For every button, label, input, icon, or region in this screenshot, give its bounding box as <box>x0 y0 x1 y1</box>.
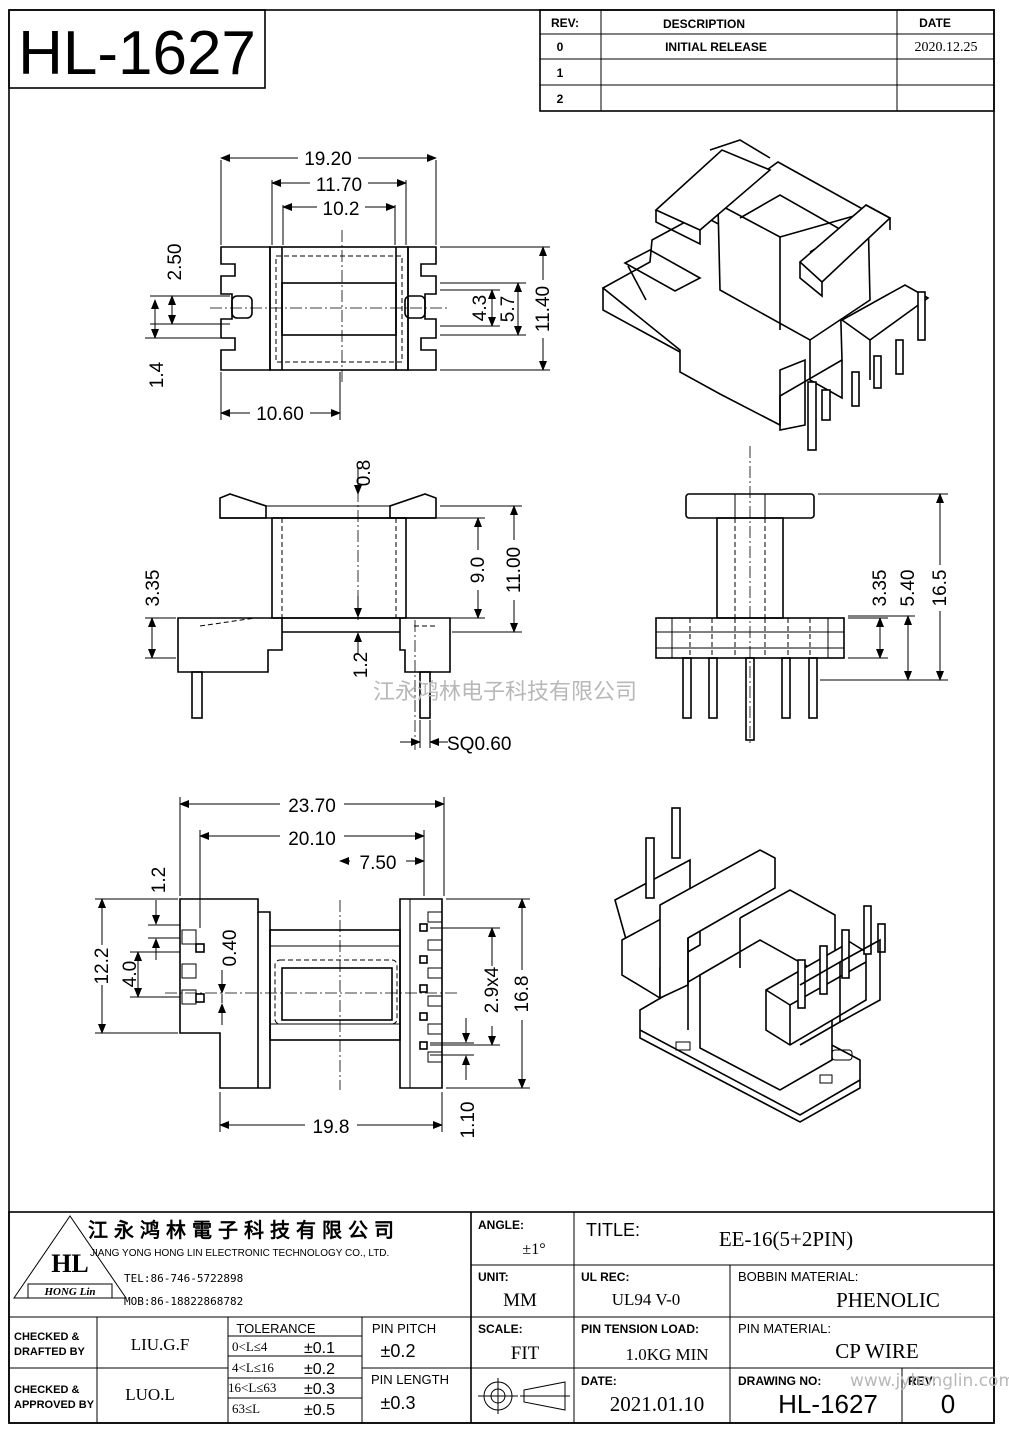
dim-16-5: 16.5 <box>930 570 951 607</box>
dim-2-50: 2.50 <box>165 244 186 281</box>
tolerance-value-0: ±0.1 <box>304 1340 335 1357</box>
dim-12-2: 12.2 <box>92 948 113 985</box>
watermark: 江永鸿林电子科技有限公司 <box>373 680 637 705</box>
dim-2-9x4: 2.9x4 <box>482 966 503 1013</box>
pin-material-value: CP WIRE <box>835 1339 918 1363</box>
side-view: 0.8 9.0 11.00 3.35 1.2 SQ0.60 <box>143 460 526 755</box>
scale-value: FIT <box>511 1343 540 1364</box>
revision-table: REV: DESCRIPTION DATE 0 INITIAL RELEASE … <box>539 9 995 112</box>
pin-tension-value: 1.0KG MIN <box>625 1345 708 1364</box>
pin-material-label: PIN MATERIAL: <box>738 1321 831 1336</box>
iso-view-top <box>601 139 930 451</box>
dim-4-0: 4.0 <box>120 961 141 987</box>
title-label: TITLE: <box>586 1220 640 1240</box>
unit-value: MM <box>503 1290 537 1311</box>
dim-side-3-35: 3.35 <box>143 570 164 607</box>
dim-1-10: 1.10 <box>458 1102 479 1139</box>
scale-label: SCALE: <box>478 1322 523 1336</box>
checked-approved-label-2: APPROVED BY <box>14 1399 95 1411</box>
rev-row-0-date: 2020.12.25 <box>915 40 978 55</box>
dim-5-40: 5.40 <box>898 570 919 607</box>
part-number: HL-1627 <box>18 19 256 88</box>
dim-0-8: 0.8 <box>354 460 375 486</box>
rev-value: 0 <box>941 1389 955 1419</box>
rev-label: REV: <box>908 1374 936 1388</box>
dim-1-2: 1.2 <box>351 652 372 678</box>
tolerance-value-1: ±0.2 <box>304 1361 335 1378</box>
dim-16-8: 16.8 <box>512 976 533 1013</box>
checked-drafted-label-1: CHECKED & <box>14 1331 79 1343</box>
date-value: 2021.01.10 <box>610 1392 705 1416</box>
dim-19-20: 19.20 <box>304 149 352 170</box>
tolerance-value-2: ±0.3 <box>304 1381 335 1398</box>
rev-row-1-rev: 1 <box>557 66 564 80</box>
bottom-view: 23.70 20.10 7.50 19.8 12.2 4.0 1.2 0.40 <box>90 794 534 1138</box>
dim-11-40: 11.40 <box>533 286 554 332</box>
rev-row-0-description: INITIAL RELEASE <box>665 40 767 54</box>
projection-symbol-icon <box>478 1378 570 1414</box>
dim-right-3-35: 3.35 <box>870 570 891 607</box>
rev-header: REV: <box>551 16 579 30</box>
dim-11-70: 11.70 <box>316 175 362 196</box>
pin-tension-label: PIN TENSION LOAD: <box>581 1322 699 1336</box>
company-mob: MOB:86-18822868782 <box>124 1295 243 1308</box>
angle-label: ANGLE: <box>478 1218 524 1232</box>
drafted-by-name: LIU.G.F <box>131 1335 190 1354</box>
dim-10-2: 10.2 <box>323 199 360 220</box>
checked-approved-label-1: CHECKED & <box>14 1384 79 1396</box>
part-number-box: HL-1627 <box>8 9 266 89</box>
date-label: DATE: <box>581 1374 617 1388</box>
company-logo: HL HONG Lin <box>13 1215 127 1299</box>
title-value: EE-16(5+2PIN) <box>719 1227 853 1251</box>
watermark-url: www.jyhonglin.com.cn <box>850 1371 1009 1391</box>
title-block: HL HONG Lin 江永鸿林電子科技有限公司 JIANG YONG HONG… <box>8 1211 1009 1424</box>
logo-subtext: HONG Lin <box>43 1286 95 1298</box>
company-tel: TEL:86-746-5722898 <box>124 1272 243 1285</box>
date-header: DATE <box>919 16 951 30</box>
tolerance-range-1: 4<L≤16 <box>232 1360 274 1375</box>
checked-drafted-label-2: DRAFTED BY <box>14 1346 86 1358</box>
pin-pitch-label: PIN PITCH <box>372 1321 436 1336</box>
ul-label: UL REC: <box>581 1270 629 1284</box>
dim-sq0-60: SQ0.60 <box>447 734 511 755</box>
iso-view-bottom <box>614 807 886 1123</box>
dim-1-4: 1.4 <box>147 361 168 388</box>
dim-bottom-1-2: 1.2 <box>149 867 170 893</box>
logo-text: HL <box>51 1249 89 1278</box>
right-view: 3.35 5.40 16.5 <box>655 446 952 745</box>
bobbin-material-value: PHENOLIC <box>836 1288 940 1312</box>
dim-11-00: 11.00 <box>504 547 525 593</box>
tolerance-range-0: 0<L≤4 <box>232 1339 268 1354</box>
dim-0-40: 0.40 <box>220 930 241 967</box>
tolerance-range-3: 63≤L <box>232 1401 260 1416</box>
company-name-en: JIANG YONG HONG LIN ELECTRONIC TECHNOLOG… <box>90 1248 389 1259</box>
ul-value: UL94 V-0 <box>612 1290 680 1309</box>
dim-4-3: 4.3 <box>470 295 491 321</box>
tolerance-range-2: 16<L≤63 <box>228 1380 276 1395</box>
drawing-no-label: DRAWING NO: <box>738 1374 821 1388</box>
drawing-no-value: HL-1627 <box>778 1389 878 1419</box>
tolerance-label: TOLERANCE <box>236 1321 316 1336</box>
approved-by-name: LUO.L <box>125 1385 175 1404</box>
dim-20-10: 20.10 <box>288 829 336 850</box>
dim-10-60: 10.60 <box>256 404 304 425</box>
pin-pitch-value: ±0.2 <box>381 1341 416 1361</box>
top-view: 19.20 11.70 10.2 10.60 2.50 1.4 4.3 5 <box>145 146 554 425</box>
pin-length-label: PIN LENGTH <box>371 1372 449 1387</box>
bobbin-material-label: BOBBIN MATERIAL: <box>738 1269 858 1284</box>
description-header: DESCRIPTION <box>663 17 745 31</box>
dim-5-7: 5.7 <box>498 296 519 322</box>
rev-row-2-rev: 2 <box>557 92 564 106</box>
dim-9-0: 9.0 <box>468 557 489 583</box>
tolerance-value-3: ±0.5 <box>304 1402 335 1419</box>
dim-19-8: 19.8 <box>313 1117 350 1138</box>
company-name-cn: 江永鸿林電子科技有限公司 <box>88 1218 400 1242</box>
angle-value: ±1° <box>522 1241 545 1258</box>
dim-23-70: 23.70 <box>288 796 336 817</box>
pin-length-value: ±0.3 <box>381 1393 416 1413</box>
rev-row-0-rev: 0 <box>557 40 564 54</box>
dim-7-50: 7.50 <box>360 853 397 874</box>
unit-label: UNIT: <box>478 1270 509 1284</box>
